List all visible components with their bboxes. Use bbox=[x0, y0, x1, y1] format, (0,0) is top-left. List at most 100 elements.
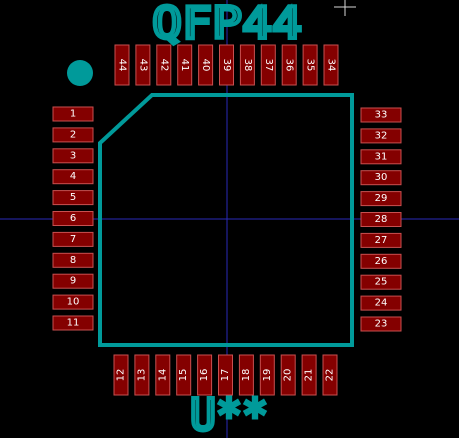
pad-rect bbox=[177, 44, 193, 86]
pad-rect bbox=[156, 44, 172, 86]
pad-bottom-7[interactable]: 18 bbox=[238, 354, 254, 396]
pad-number-label: 26 bbox=[375, 256, 388, 267]
pad-rect bbox=[52, 252, 94, 268]
pad-bottom-11[interactable]: 22 bbox=[322, 354, 338, 396]
pad-rect bbox=[52, 211, 94, 226]
pad-top-11[interactable]: 44 bbox=[114, 44, 130, 86]
pad-number-label: 40 bbox=[200, 59, 211, 72]
pad-rect bbox=[52, 127, 94, 143]
pad-number-label: 12 bbox=[116, 369, 127, 382]
pad-number-label: 27 bbox=[375, 235, 388, 246]
pad-left-1[interactable]: 1 bbox=[52, 106, 94, 122]
pad-number-label: 4 bbox=[70, 171, 76, 182]
pad-number-label: 37 bbox=[263, 59, 274, 72]
pad-left-2[interactable]: 2 bbox=[52, 127, 94, 143]
pad-number-label: 2 bbox=[70, 129, 76, 140]
pad-rect bbox=[155, 354, 171, 396]
pad-rect bbox=[52, 231, 94, 247]
pad-left-6[interactable]: 6 bbox=[52, 211, 94, 226]
pad-bottom-2[interactable]: 13 bbox=[134, 354, 150, 396]
pad-number-label: 44 bbox=[117, 59, 128, 72]
pad-bottom-1[interactable]: 12 bbox=[113, 354, 129, 396]
pad-number-label: 21 bbox=[304, 369, 315, 382]
pad-top-4[interactable]: 37 bbox=[260, 44, 276, 86]
pad-left-3[interactable]: 3 bbox=[52, 148, 94, 164]
pad-bottom-6[interactable]: 17 bbox=[218, 354, 233, 396]
pad-top-7[interactable]: 40 bbox=[198, 44, 214, 86]
pad-left-11[interactable]: 11 bbox=[52, 315, 94, 331]
pad-rect bbox=[219, 44, 234, 86]
pad-number-label: 19 bbox=[262, 369, 273, 382]
pad-top-5[interactable]: 38 bbox=[239, 44, 255, 86]
pad-top-3[interactable]: 36 bbox=[281, 44, 297, 86]
pad-bottom-10[interactable]: 21 bbox=[301, 354, 317, 396]
pad-bottom-8[interactable]: 19 bbox=[259, 354, 275, 396]
pad-rect bbox=[218, 354, 233, 396]
pad-left-7[interactable]: 7 bbox=[52, 231, 94, 247]
pad-number-label: 43 bbox=[137, 59, 148, 72]
pad-number-label: 36 bbox=[284, 59, 295, 72]
component-body-outline bbox=[98, 93, 354, 347]
pin1-marker-icon bbox=[67, 60, 93, 86]
pad-right-9[interactable]: 31 bbox=[360, 149, 402, 165]
pad-right-1[interactable]: 23 bbox=[360, 316, 402, 332]
pad-bottom-3[interactable]: 14 bbox=[155, 354, 171, 396]
pad-right-6[interactable]: 28 bbox=[360, 212, 402, 227]
pad-top-2[interactable]: 35 bbox=[302, 44, 318, 86]
pad-right-4[interactable]: 26 bbox=[360, 253, 402, 269]
pad-number-label: 32 bbox=[375, 130, 388, 141]
pad-rect bbox=[360, 274, 402, 290]
pad-left-9[interactable]: 9 bbox=[52, 273, 94, 289]
pad-top-6[interactable]: 39 bbox=[219, 44, 234, 86]
pad-number-label: 18 bbox=[241, 369, 252, 382]
pad-left-5[interactable]: 5 bbox=[52, 190, 94, 206]
pad-rect bbox=[134, 354, 150, 396]
pad-number-label: 24 bbox=[375, 298, 388, 309]
pad-number-label: 20 bbox=[283, 369, 294, 382]
pad-rect bbox=[360, 107, 402, 123]
pad-right-5[interactable]: 27 bbox=[360, 232, 402, 248]
pad-rect bbox=[360, 149, 402, 165]
pad-right-2[interactable]: 24 bbox=[360, 295, 402, 311]
pad-number-label: 1 bbox=[70, 109, 76, 120]
footprint-reference-label: U** bbox=[190, 390, 268, 438]
pad-number-label: 39 bbox=[221, 59, 232, 72]
pad-number-label: 5 bbox=[70, 192, 76, 203]
pad-rect bbox=[260, 44, 276, 86]
pad-left-8[interactable]: 8 bbox=[52, 252, 94, 268]
pad-rect bbox=[239, 44, 255, 86]
pad-right-7[interactable]: 29 bbox=[360, 191, 402, 207]
pad-number-label: 16 bbox=[199, 369, 210, 382]
pad-bottom-5[interactable]: 16 bbox=[197, 354, 213, 396]
pad-rect bbox=[322, 354, 338, 396]
pad-rect bbox=[52, 169, 94, 185]
pad-rect bbox=[280, 354, 296, 396]
pad-rect bbox=[360, 295, 402, 311]
pads-left-column: 1 2 3 4 5 6 7 8 9 10 11 bbox=[52, 106, 94, 331]
pad-number-label: 23 bbox=[375, 319, 388, 330]
pad-bottom-9[interactable]: 20 bbox=[280, 354, 296, 396]
pad-bottom-4[interactable]: 15 bbox=[176, 354, 192, 396]
pad-top-10[interactable]: 43 bbox=[135, 44, 151, 86]
pad-rect bbox=[198, 44, 214, 86]
pad-right-3[interactable]: 25 bbox=[360, 274, 402, 290]
pad-top-9[interactable]: 42 bbox=[156, 44, 172, 86]
pad-top-8[interactable]: 41 bbox=[177, 44, 193, 86]
pad-rect bbox=[114, 44, 130, 86]
pad-number-label: 35 bbox=[305, 59, 316, 72]
pad-number-label: 31 bbox=[375, 151, 388, 162]
pad-rect bbox=[135, 44, 151, 86]
pad-right-10[interactable]: 32 bbox=[360, 128, 402, 144]
pad-left-4[interactable]: 4 bbox=[52, 169, 94, 185]
pad-rect bbox=[176, 354, 192, 396]
pad-number-label: 25 bbox=[375, 277, 388, 288]
pad-right-8[interactable]: 30 bbox=[360, 170, 402, 186]
pad-rect bbox=[323, 44, 339, 86]
pad-number-label: 34 bbox=[326, 59, 337, 72]
pad-right-11[interactable]: 33 bbox=[360, 107, 402, 123]
pad-top-1[interactable]: 34 bbox=[323, 44, 339, 86]
pad-rect bbox=[281, 44, 297, 86]
pad-left-10[interactable]: 10 bbox=[52, 294, 94, 310]
pad-rect bbox=[52, 190, 94, 206]
